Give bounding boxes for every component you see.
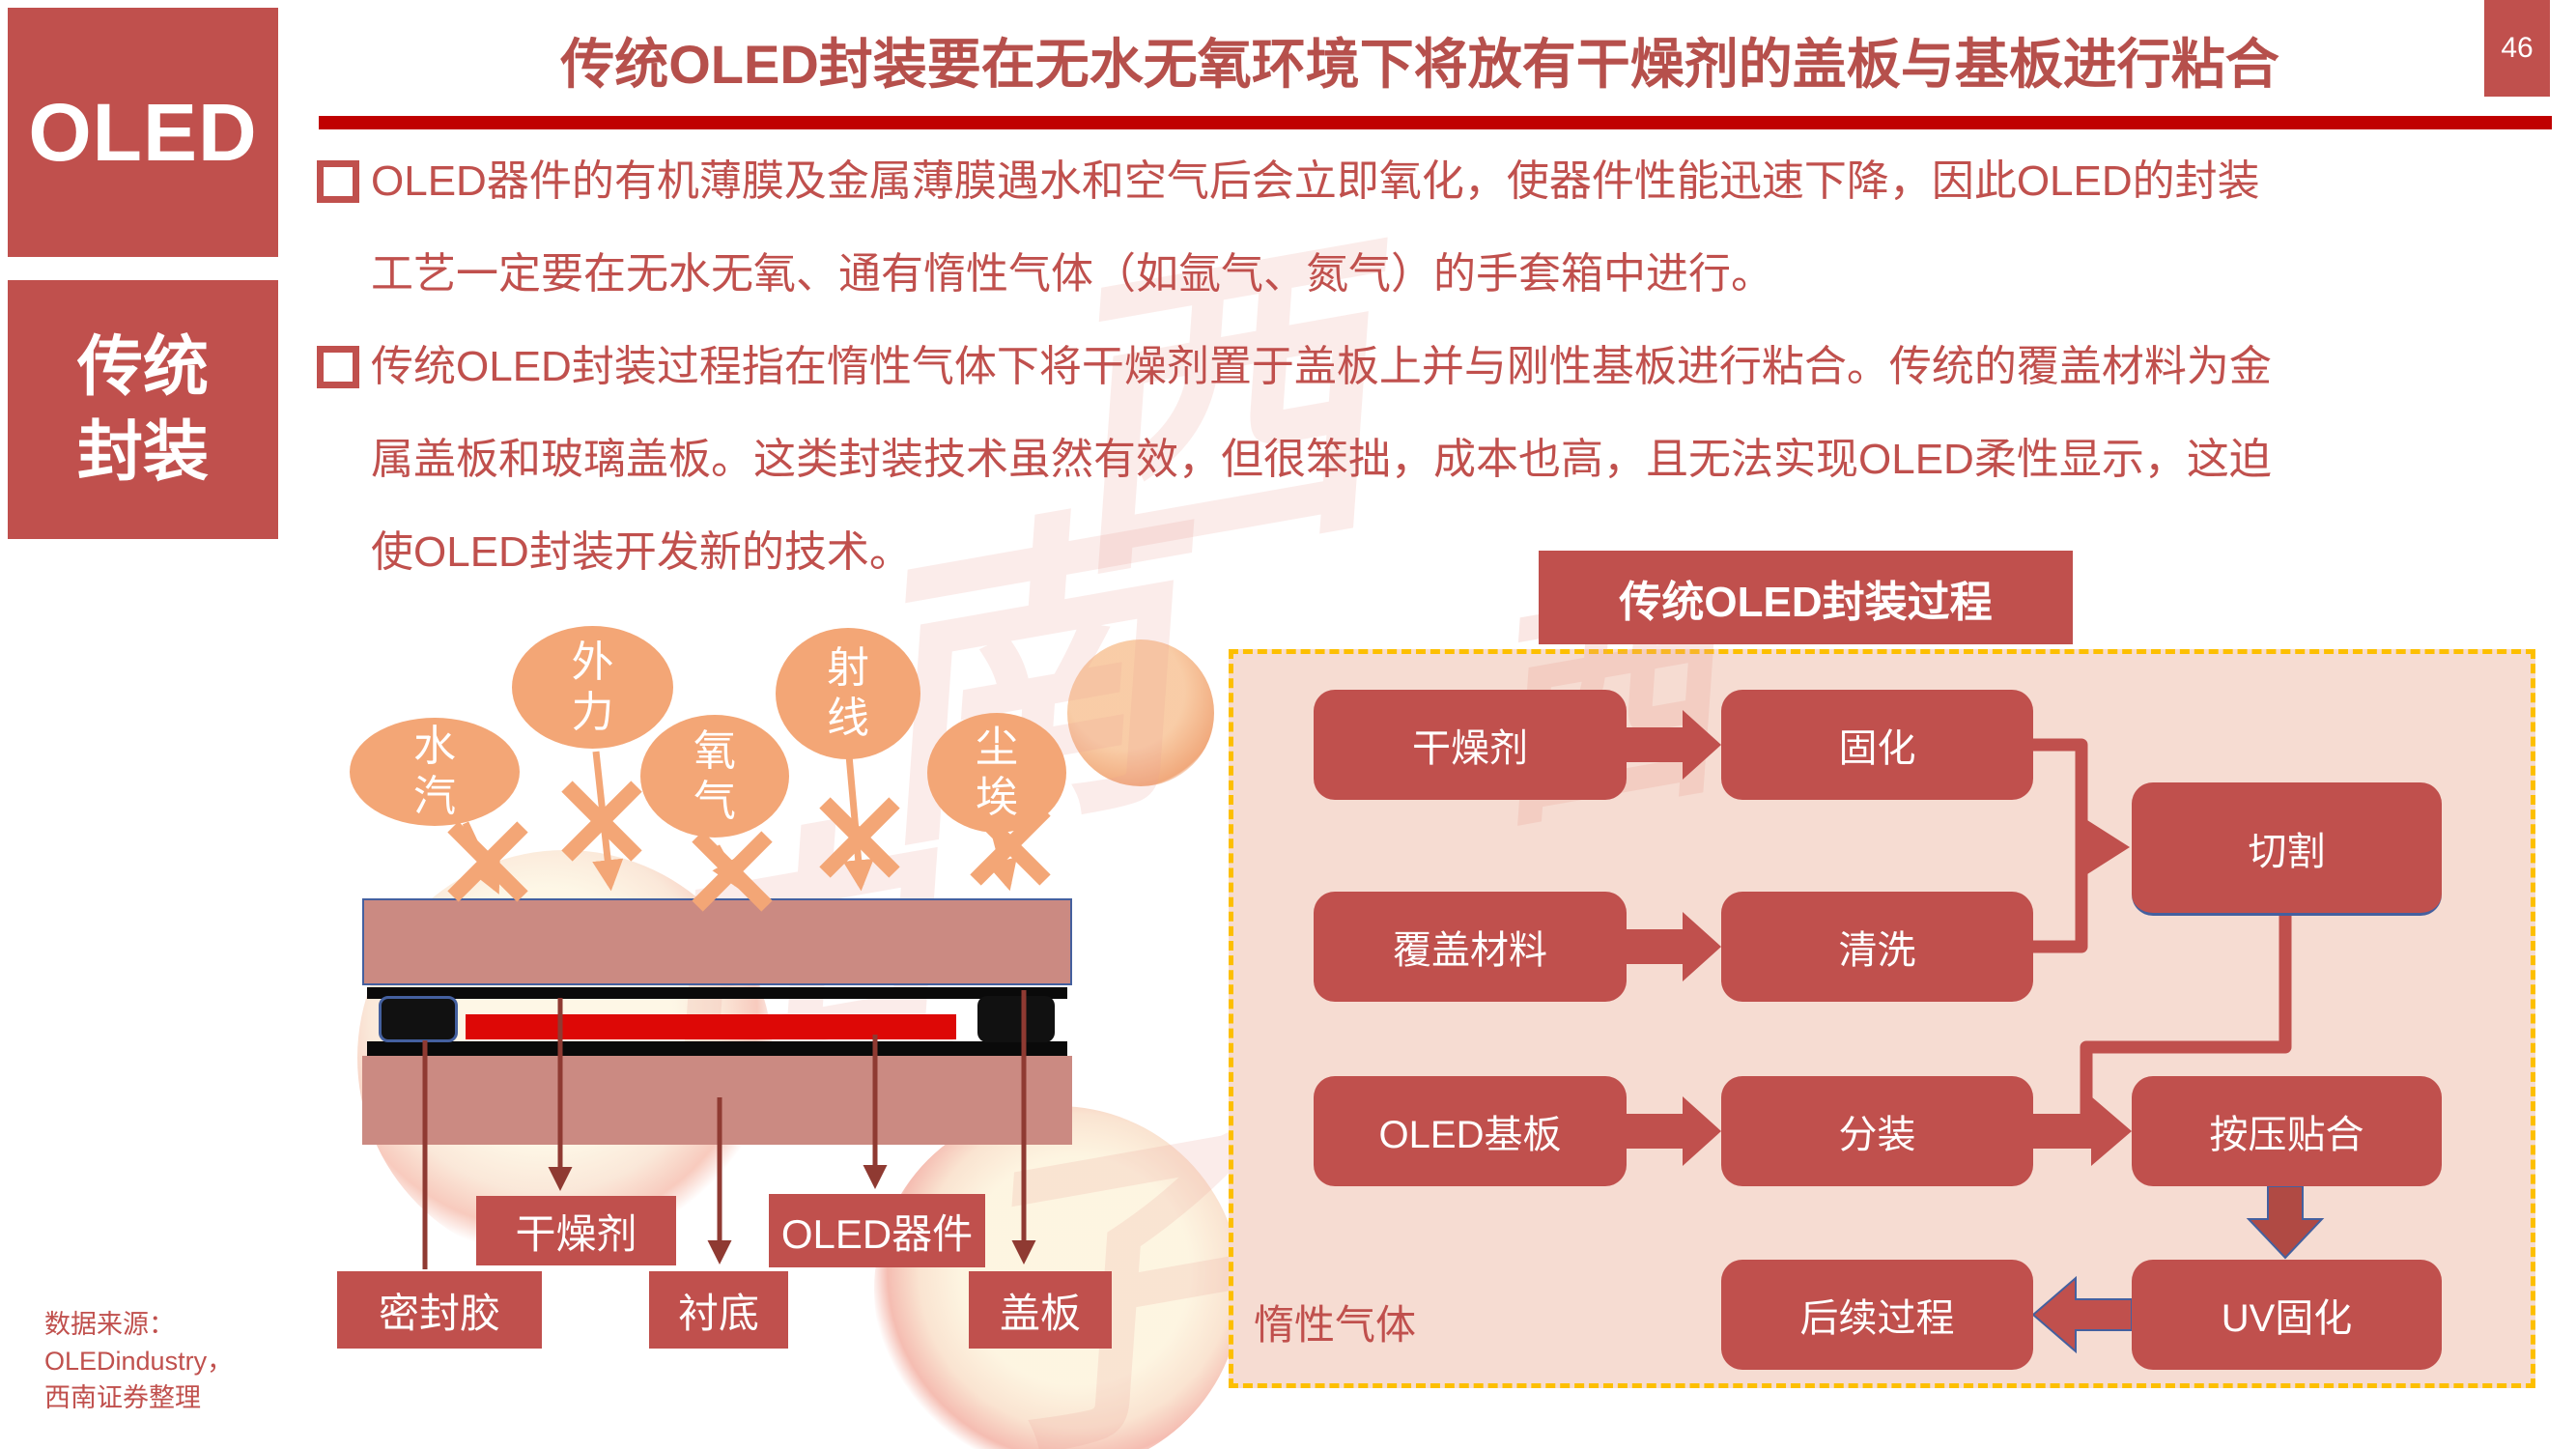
flow-box-text: 清洗 <box>1838 929 1916 972</box>
flow-box-text: 分装 <box>1838 1114 1916 1156</box>
bullet-1-line-2: 工艺一定要在无水无氧、通有惰性气体（如氩气、氮气）的手套箱中进行。 <box>371 250 1773 298</box>
source-line-1: 数据来源： <box>44 1310 175 1339</box>
bullet-1-line-1: OLED器件的有机薄膜及金属薄膜遇水和空气后会立即氧化，使器件性能迅速下降，因此… <box>371 157 2260 205</box>
left-arrow <box>2031 1275 2133 1354</box>
bullet-1-text: OLED器件的有机薄膜及金属薄膜遇水和空气后会立即氧化，使器件性能迅速下降，因此… <box>371 135 2576 321</box>
bubble-label: 射线 <box>827 644 869 742</box>
flow-box-text: 后续过程 <box>1799 1297 1955 1340</box>
bubble-radiation: 射线 <box>776 628 920 759</box>
sidebar-category-line1: 传统 <box>76 329 209 404</box>
sidebar-logo-text: OLED <box>28 86 258 178</box>
flow-box-curing: 固化 <box>1721 690 2033 800</box>
flow-box-dispensing: 分装 <box>1721 1076 2033 1186</box>
sidebar-category: 传统 封装 <box>8 280 278 539</box>
label-oled-device: OLED器件 <box>769 1194 985 1267</box>
bullet-2-line-3: 使OLED封装开发新的技术。 <box>371 528 912 576</box>
page-number-badge: 46 <box>2484 0 2550 97</box>
label-substrate: 衬底 <box>649 1271 788 1349</box>
bubble-label: 外力 <box>571 638 614 736</box>
bubble-label: 尘埃 <box>976 724 1018 821</box>
inert-gas-text: 惰性气体 <box>1254 1302 1417 1348</box>
label-desiccant: 干燥剂 <box>476 1196 676 1265</box>
bubble-label: 氧气 <box>694 726 736 825</box>
bubble-oxygen: 氧气 <box>640 715 789 838</box>
flow-box-text: UV固化 <box>2221 1297 2353 1340</box>
bullet-square-icon <box>317 160 359 203</box>
title-underline <box>319 116 2552 129</box>
flow-box-press-fit: 按压贴合 <box>2132 1076 2442 1186</box>
bullet-2-line-1: 传统OLED封装过程指在惰性气体下将干燥剂置于盖板上并与刚性基板进行粘合。传统的… <box>371 343 2272 390</box>
cutting-to-pressfit-connector <box>2080 913 2292 1135</box>
sidebar-logo: OLED <box>8 8 278 257</box>
label-sealant: 密封胶 <box>337 1271 542 1349</box>
flowchart-title: 传统OLED封装过程 <box>1539 551 2073 644</box>
flow-box-text: 按压贴合 <box>2209 1114 2364 1156</box>
down-arrow <box>2246 1185 2325 1260</box>
sidebar-category-line2: 封装 <box>76 415 209 489</box>
bullet-square-icon <box>317 346 359 388</box>
bubble-label: 水汽 <box>413 723 456 820</box>
label-text: 密封胶 <box>378 1290 500 1336</box>
flow-box-text: OLED基板 <box>1378 1114 1562 1156</box>
bracket-connector <box>2033 738 2088 953</box>
label-text: 干燥剂 <box>515 1210 637 1257</box>
bullet-2-text: 传统OLED封装过程指在惰性气体下将干燥剂置于盖板上并与刚性基板进行粘合。传统的… <box>371 321 2576 599</box>
flow-box-text: 切割 <box>2248 830 2326 873</box>
flow-box-followup: 后续过程 <box>1721 1260 2033 1370</box>
page-title: 传统OLED封装要在无水无氧环境下将放有干燥剂的盖板与基板进行粘合 <box>560 34 2279 95</box>
label-text: 盖板 <box>999 1290 1081 1336</box>
sealant-right-block <box>977 996 1055 1042</box>
flow-box-cleaning: 清洗 <box>1721 892 2033 1002</box>
label-text: 衬底 <box>677 1290 759 1336</box>
source-line-2: OLEDindustry， <box>44 1347 234 1376</box>
flowchart-connectors <box>1627 710 2325 1354</box>
flow-box-uv-curing: UV固化 <box>2132 1260 2442 1370</box>
diagram-annotations <box>422 751 1051 1269</box>
flow-box-text: 干燥剂 <box>1412 727 1528 770</box>
page-number: 46 <box>2501 32 2534 64</box>
inert-gas-label: 惰性气体 <box>1254 1293 1416 1351</box>
flow-box-desiccant: 干燥剂 <box>1314 690 1627 800</box>
flow-box-text: 覆盖材料 <box>1393 929 1547 972</box>
label-cover-plate: 盖板 <box>969 1271 1112 1349</box>
flow-box-cutting: 切割 <box>2132 782 2442 916</box>
bubble-external-force: 外力 <box>512 626 673 749</box>
bubble-water-vapor: 水汽 <box>350 718 520 826</box>
flowchart-title-text: 传统OLED封装过程 <box>1619 578 1993 626</box>
data-source: 数据来源： OLEDindustry， 西南证券整理 <box>44 1306 233 1416</box>
bullet-2-line-2: 属盖板和玻璃盖板。这类封装技术虽然有效，但很笨拙，成本也高，且无法实现OLED柔… <box>371 436 2272 483</box>
flow-box-oled-substrate: OLED基板 <box>1314 1076 1627 1186</box>
bubble-dust: 尘埃 <box>927 713 1066 833</box>
flow-box-text: 固化 <box>1838 727 1916 770</box>
label-text: OLED器件 <box>780 1210 974 1257</box>
source-line-3: 西南证券整理 <box>44 1383 201 1412</box>
flow-box-cover-material: 覆盖材料 <box>1314 892 1627 1002</box>
